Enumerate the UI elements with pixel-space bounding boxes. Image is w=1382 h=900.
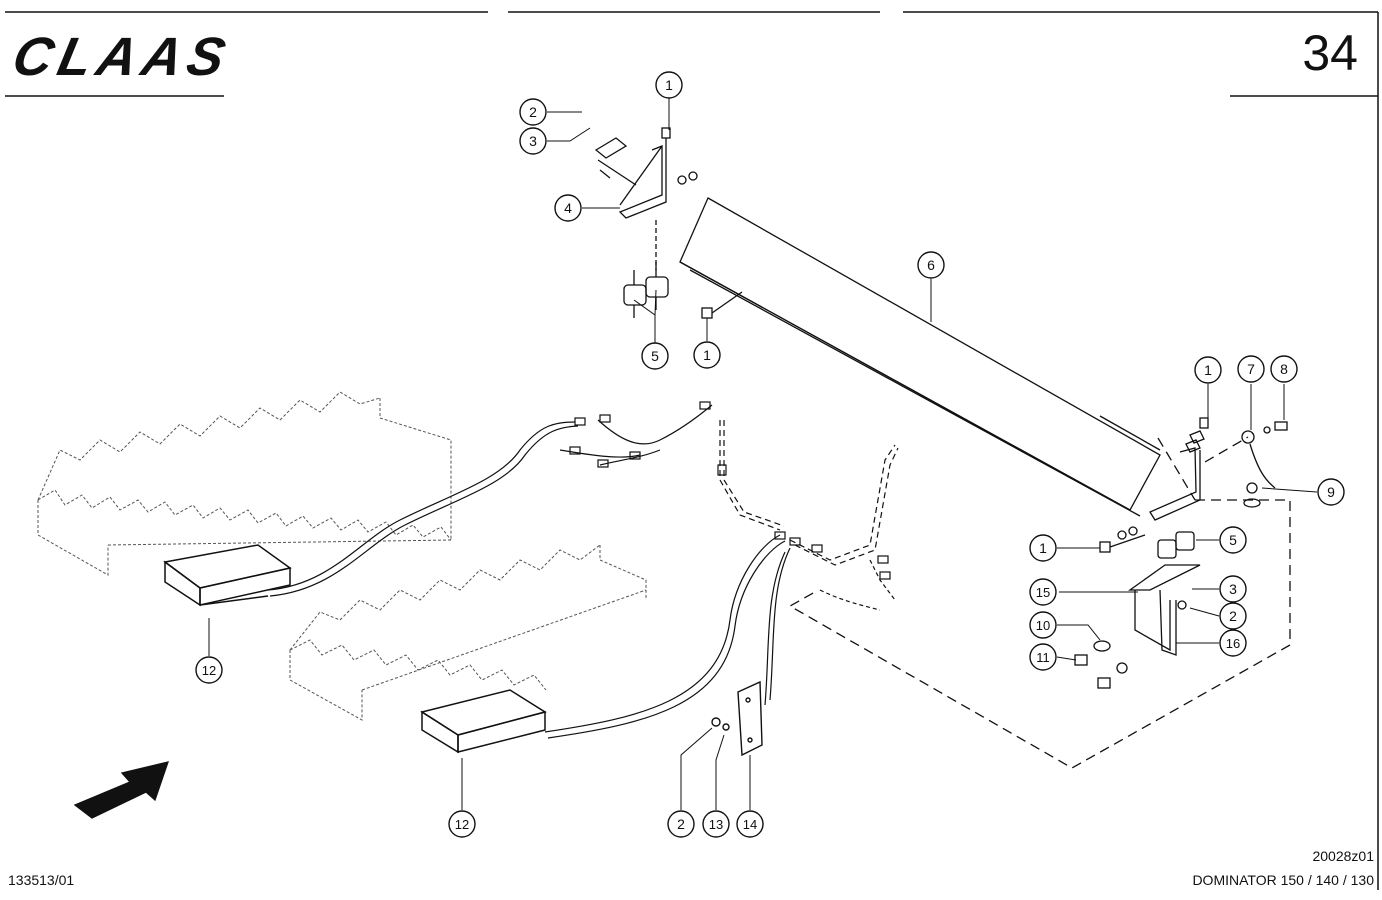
callout-13: 13 xyxy=(702,810,730,838)
callout-circle xyxy=(195,656,223,684)
callout-circle xyxy=(1219,629,1247,657)
callout-label: 11 xyxy=(1036,650,1050,665)
leader-lines xyxy=(208,96,1318,810)
callout-circle xyxy=(693,341,721,369)
callout-label: 5 xyxy=(651,348,659,364)
callout-circle xyxy=(1029,534,1057,562)
callout-circle xyxy=(1219,526,1247,554)
callout-5: 5 xyxy=(1219,526,1247,554)
callout-circle xyxy=(1270,355,1298,383)
callout-label: 1 xyxy=(1204,362,1212,378)
bolt-panel xyxy=(701,291,743,319)
callout-circle xyxy=(917,251,945,279)
callout-label: 2 xyxy=(677,816,685,832)
callout-6: 6 xyxy=(917,251,945,279)
callout-14: 14 xyxy=(736,810,764,838)
callout-circle xyxy=(554,194,582,222)
sensor-box-upper xyxy=(163,544,292,607)
callout-1: 1 xyxy=(1029,534,1057,562)
callout-7: 7 xyxy=(1237,355,1265,383)
page-number: 34 xyxy=(1302,25,1358,81)
arrow-up-right-icon xyxy=(73,761,169,819)
callout-16: 16 xyxy=(1219,629,1247,657)
callout-label: 1 xyxy=(665,77,673,93)
callout-circle xyxy=(1219,602,1247,630)
callout-label: 8 xyxy=(1280,361,1288,377)
callout-1: 1 xyxy=(693,341,721,369)
callout-15: 15 xyxy=(1029,578,1057,606)
callout-circle xyxy=(1029,578,1057,606)
callout-label: 2 xyxy=(529,104,537,120)
callout-circle xyxy=(655,71,683,99)
drawing-code: 20028z01 xyxy=(1312,848,1374,864)
document-number: 133513/01 xyxy=(8,872,75,888)
callout-circle xyxy=(1194,356,1222,384)
callout-3: 3 xyxy=(1219,575,1247,603)
knife-lower xyxy=(289,544,647,721)
rubber-mounts-left xyxy=(623,262,669,318)
callout-label: 15 xyxy=(1036,585,1050,600)
callout-circle xyxy=(1237,355,1265,383)
callout-1: 1 xyxy=(655,71,683,99)
callout-label: 12 xyxy=(455,817,469,832)
callout-circle xyxy=(702,810,730,838)
callout-circle xyxy=(448,810,476,838)
callout-label: 2 xyxy=(1229,608,1237,624)
callout-circle xyxy=(641,342,669,370)
callout-2: 2 xyxy=(519,98,547,126)
callout-12: 12 xyxy=(448,810,476,838)
callout-label: 6 xyxy=(927,257,935,273)
assembly-boundary xyxy=(788,436,1291,769)
callout-label: 9 xyxy=(1327,484,1335,500)
callout-5: 5 xyxy=(641,342,669,370)
callout-circle xyxy=(1317,478,1345,506)
callout-label: 12 xyxy=(202,663,216,678)
callout-label: 5 xyxy=(1229,532,1237,548)
callout-10: 10 xyxy=(1029,611,1057,639)
callout-label: 14 xyxy=(743,817,757,832)
callout-label: 4 xyxy=(564,200,572,216)
mounting-plate xyxy=(711,680,763,757)
callout-4: 4 xyxy=(554,194,582,222)
bracket-left xyxy=(594,127,698,270)
cables xyxy=(267,401,899,739)
callout-circle xyxy=(667,810,695,838)
callout-11: 11 xyxy=(1029,643,1057,671)
callout-circle xyxy=(519,98,547,126)
callout-circle xyxy=(1219,575,1247,603)
callout-label: 1 xyxy=(1039,540,1047,556)
callout-circle xyxy=(519,127,547,155)
callout-12: 12 xyxy=(195,656,223,684)
bracket-right xyxy=(1074,417,1288,689)
callout-label: 3 xyxy=(1229,581,1237,597)
frame-lines xyxy=(5,11,1379,890)
knife-upper xyxy=(37,391,452,576)
callout-2: 2 xyxy=(1219,602,1247,630)
callout-3: 3 xyxy=(519,127,547,155)
callout-1: 1 xyxy=(1194,356,1222,384)
callout-label: 1 xyxy=(703,347,711,363)
callout-circle xyxy=(736,810,764,838)
callout-label: 7 xyxy=(1247,361,1255,377)
callout-label: 13 xyxy=(709,817,723,832)
callout-circle xyxy=(1029,643,1057,671)
callout-circle xyxy=(1029,611,1057,639)
callout-label: 10 xyxy=(1036,618,1050,633)
cover-panel xyxy=(679,197,1161,517)
callout-2: 2 xyxy=(667,810,695,838)
callout-label: 16 xyxy=(1226,636,1240,651)
callout-label: 3 xyxy=(529,133,537,149)
sensor-box-lower xyxy=(420,689,547,754)
model-designation: DOMINATOR 150 / 140 / 130 xyxy=(1192,872,1374,888)
callout-8: 8 xyxy=(1270,355,1298,383)
callout-9: 9 xyxy=(1317,478,1345,506)
